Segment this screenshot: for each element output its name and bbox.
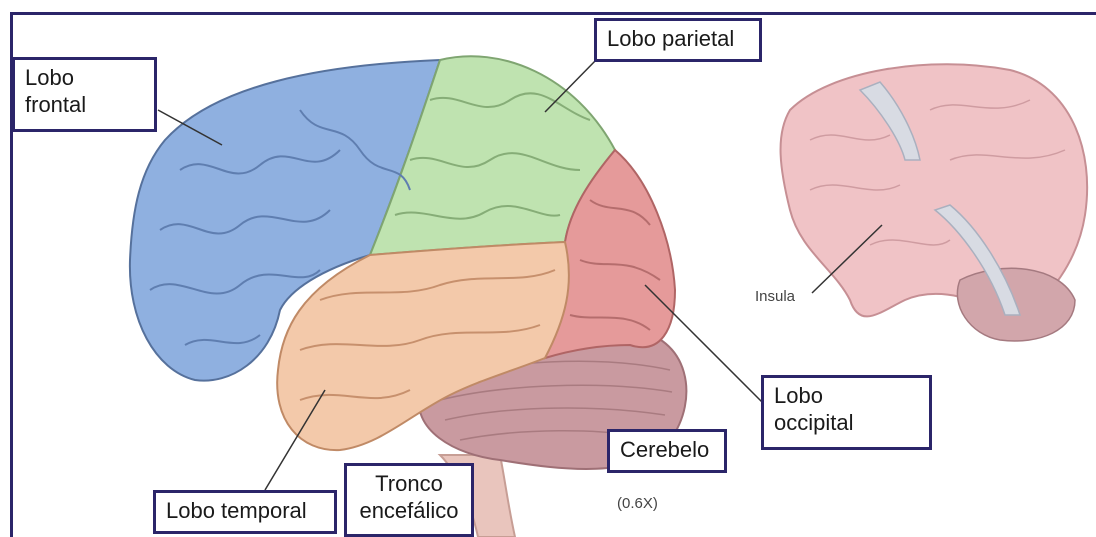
label-cerebellum: Cerebelo bbox=[607, 429, 727, 473]
scale-note: (0.6X) bbox=[617, 495, 658, 512]
label-occipital-lobe: Lobo occipital bbox=[761, 375, 932, 450]
label-parietal-lobe: Lobo parietal bbox=[594, 18, 762, 62]
label-frontal-lobe: Lobo frontal bbox=[12, 57, 157, 132]
label-brainstem: Tronco encefálico bbox=[344, 463, 474, 537]
label-insula: Insula bbox=[755, 288, 795, 305]
insula-brain bbox=[781, 64, 1088, 341]
label-temporal-lobe: Lobo temporal bbox=[153, 490, 337, 534]
